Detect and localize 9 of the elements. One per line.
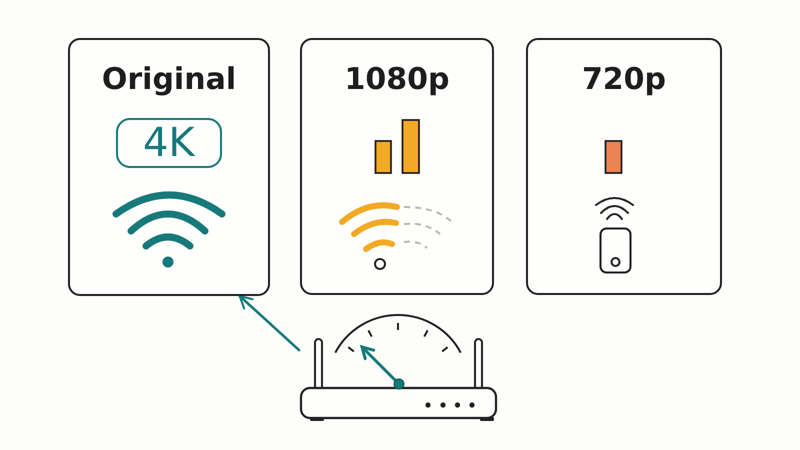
- router-illustration: [299, 312, 499, 424]
- card-title: Original: [100, 62, 238, 98]
- resolution-badge: 4K: [116, 118, 222, 168]
- resolution-card: [300, 38, 494, 295]
- card-title: 1080p: [344, 62, 450, 98]
- arrow: [238, 294, 300, 352]
- resolution-card: [526, 38, 722, 295]
- card-title: 720p: [580, 62, 668, 98]
- resolution-card: [68, 38, 270, 296]
